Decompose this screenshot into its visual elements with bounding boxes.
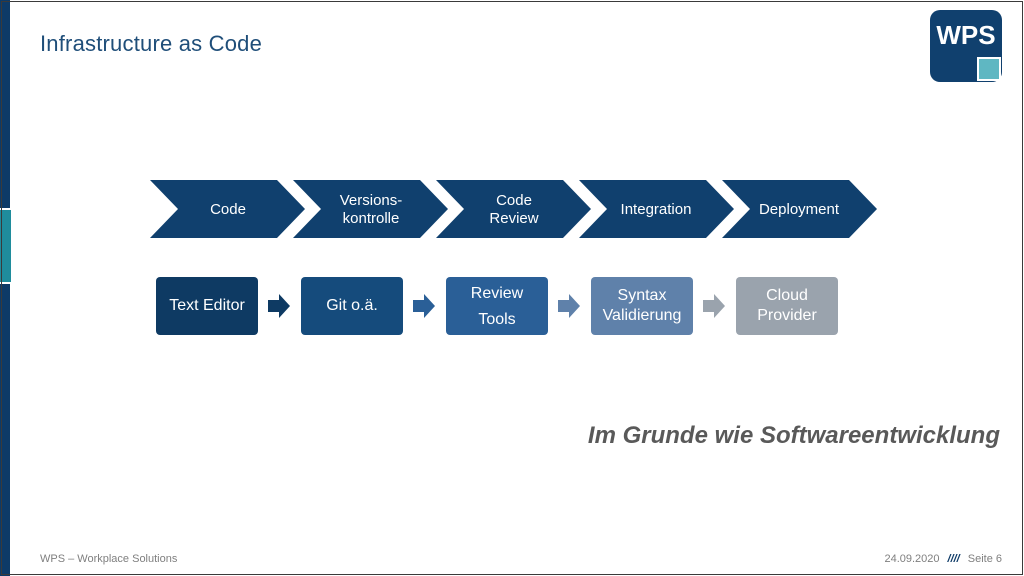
stage-label-code: Code — [210, 201, 246, 218]
left-accent-bar — [0, 0, 10, 576]
arrow-right-icon — [703, 294, 725, 318]
arrow-right-icon — [558, 294, 580, 318]
chevron-stage — [579, 180, 734, 238]
logo-text: WPS — [936, 20, 996, 50]
footer-separator: //// — [947, 553, 960, 565]
logo-square — [977, 57, 1001, 81]
wps-logo: WPS — [930, 10, 1002, 82]
slide-title: Infrastructure as Code — [40, 31, 263, 56]
stage-label-versionskontrolle: Versions- kontrolle — [339, 192, 403, 227]
tool-box-git: Git o.ä. — [301, 277, 403, 335]
left-teal-marker — [0, 208, 11, 284]
stage-label-code-review: Code Review — [489, 192, 539, 227]
footer-date: 24.09.2020 — [884, 553, 940, 565]
stage-label-deployment: Deployment — [758, 201, 840, 218]
tool-box-syntax-validierung: Syntax Validierung — [591, 277, 693, 335]
tool-box-cloud-provider: Cloud Provider — [736, 277, 838, 335]
chevron-stage — [150, 180, 305, 238]
tool-box-text-editor: Text Editor — [156, 277, 258, 335]
chevron-stage — [293, 180, 448, 238]
chevron-stage — [436, 180, 591, 238]
stage-label-integration: Integration — [620, 201, 692, 218]
chevron-stage — [722, 180, 877, 238]
arrow-right-icon — [413, 294, 435, 318]
slide-subtitle: Im Grunde wie Softwareentwicklung — [587, 422, 1000, 449]
footer-meta: 24.09.2020 //// Seite 6 — [884, 553, 1002, 565]
tool-box-review-tools: Review Tools — [446, 277, 548, 335]
footer-page-number: Seite 6 — [967, 553, 1002, 565]
arrow-right-icon — [268, 294, 290, 318]
footer-company: WPS – Workplace Solutions — [40, 553, 178, 565]
